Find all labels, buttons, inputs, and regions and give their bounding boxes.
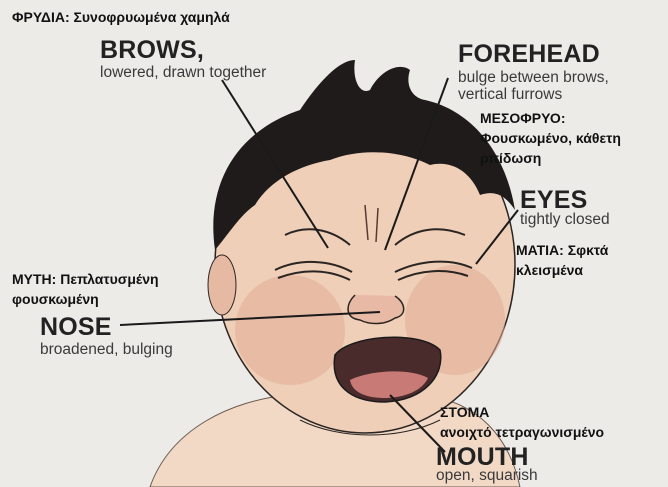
forehead-greek-line2: ρπίδωση: [480, 151, 541, 167]
eyes-title: EYES: [520, 186, 588, 214]
brows-greek-label: ΦΡΥΔΙΑ: Συνοφρυωμένα χαμηλά: [12, 10, 230, 26]
baby-ear: [208, 255, 236, 315]
mouth-description: open, squarish: [436, 467, 538, 484]
eyes-greek-line2: κλεισμένα: [516, 263, 583, 279]
forehead-greek-line1: Φουσκωμένο, κάθετη: [480, 131, 621, 147]
left-cheek-shading: [235, 275, 345, 385]
nose-description: broadened, bulging: [40, 341, 173, 358]
forehead-description-line2: vertical furrows: [458, 86, 562, 103]
mouth-greek-line1: ΣΤΟΜΑ: [440, 405, 489, 421]
brows-description: lowered, drawn together: [100, 64, 266, 81]
nose-greek-line1: ΜΥΤΗ: Πεπλατυσμένη: [12, 272, 159, 288]
nose-title: NOSE: [40, 313, 112, 341]
brows-title: BROWS,: [100, 36, 204, 64]
eyes-description: tightly closed: [520, 211, 610, 228]
forehead-description-line1: bulge between brows,: [458, 69, 609, 86]
eyes-greek-line1: ΜΑΤΙΑ: Σφκτά: [516, 243, 608, 259]
forehead-title: FOREHEAD: [458, 40, 600, 68]
mouth-greek-line2: ανοιχτό τετραγωνισμένο: [440, 425, 604, 441]
forehead-greek-title: ΜΕΣΟΦΡΥΟ:: [480, 111, 565, 127]
nose-greek-line2: φουσκωμένη: [12, 292, 99, 308]
